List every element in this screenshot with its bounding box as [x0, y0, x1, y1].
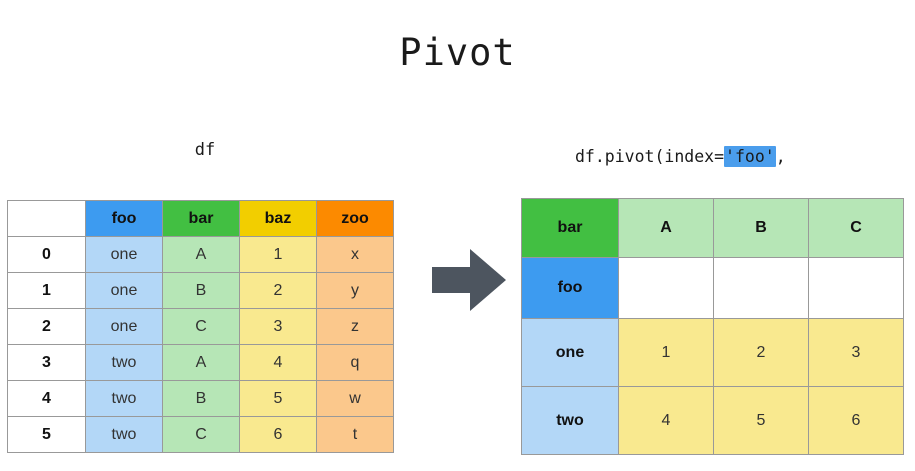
source-dataframe-table: foo bar baz zoo 0 one A 1 x 1 one B 2 y …	[7, 200, 394, 453]
row-index: 5	[7, 416, 86, 453]
right-arrow-icon	[432, 249, 506, 311]
cell-zoo: x	[316, 236, 394, 273]
code-arg-index: 'foo'	[724, 146, 776, 167]
row-index: 4	[7, 380, 86, 417]
pivot-column-header-c: C	[808, 198, 904, 258]
cell-baz: 6	[239, 416, 317, 453]
table-row: two 4 5 6	[521, 386, 904, 455]
cell-foo: one	[85, 272, 163, 309]
header-bar: bar	[162, 200, 240, 237]
table-row: 3 two A 4 q	[7, 344, 394, 381]
code-line-1-prefix: df.pivot(index=	[575, 147, 725, 166]
header-baz: baz	[239, 200, 317, 237]
pivot-result-table: bar A B C foo one 1 2 3 two 4 5 6	[521, 198, 904, 455]
row-index: 1	[7, 272, 86, 309]
cell-foo: one	[85, 308, 163, 345]
table-row: 5 two C 6 t	[7, 416, 394, 453]
code-line-1-suffix: ,	[775, 147, 786, 166]
cell-baz: 4	[239, 344, 317, 381]
cell-bar: A	[162, 344, 240, 381]
cell-zoo: y	[316, 272, 394, 309]
pivot-blank-cell	[618, 257, 714, 319]
cell-foo: one	[85, 236, 163, 273]
cell-foo: two	[85, 416, 163, 453]
cell-baz: 5	[239, 380, 317, 417]
pivot-row-index: two	[521, 386, 619, 455]
row-index: 2	[7, 308, 86, 345]
cell-foo: two	[85, 344, 163, 381]
cell-zoo: q	[316, 344, 394, 381]
cell-bar: A	[162, 236, 240, 273]
pivot-column-header-b: B	[713, 198, 809, 258]
header-foo: foo	[85, 200, 163, 237]
pivot-index-header-row: foo	[521, 257, 904, 319]
code-line-1: df.pivot(index='foo',	[575, 146, 806, 167]
table-row: 1 one B 2 y	[7, 272, 394, 309]
table-header-row: foo bar baz zoo	[7, 200, 394, 237]
cell-bar: B	[162, 272, 240, 309]
pivot-value-cell: 6	[808, 386, 904, 455]
pivot-column-header-a: A	[618, 198, 714, 258]
pivot-columns-axis-label: bar	[521, 198, 619, 258]
pivot-value-cell: 4	[618, 386, 714, 455]
cell-bar: B	[162, 380, 240, 417]
table-row: one 1 2 3	[521, 318, 904, 387]
cell-foo: two	[85, 380, 163, 417]
cell-baz: 2	[239, 272, 317, 309]
cell-bar: C	[162, 416, 240, 453]
pivot-value-cell: 2	[713, 318, 809, 387]
pivot-columns-header-row: bar A B C	[521, 198, 904, 258]
header-index-blank	[7, 200, 86, 237]
row-index: 0	[7, 236, 86, 273]
pivot-blank-cell	[713, 257, 809, 319]
cell-zoo: z	[316, 308, 394, 345]
table-row: 0 one A 1 x	[7, 236, 394, 273]
cell-baz: 1	[239, 236, 317, 273]
source-dataframe-label: df	[194, 140, 216, 160]
table-row: 2 one C 3 z	[7, 308, 394, 345]
pivot-value-cell: 1	[618, 318, 714, 387]
cell-zoo: w	[316, 380, 394, 417]
pivot-value-cell: 3	[808, 318, 904, 387]
cell-zoo: t	[316, 416, 394, 453]
transform-arrow	[432, 249, 506, 311]
pivot-blank-cell	[808, 257, 904, 319]
pivot-index-axis-label: foo	[521, 257, 619, 319]
row-index: 3	[7, 344, 86, 381]
cell-bar: C	[162, 308, 240, 345]
table-row: 4 two B 5 w	[7, 380, 394, 417]
page-title: Pivot	[399, 31, 516, 74]
pivot-row-index: one	[521, 318, 619, 387]
pivot-value-cell: 5	[713, 386, 809, 455]
cell-baz: 3	[239, 308, 317, 345]
header-zoo: zoo	[316, 200, 394, 237]
